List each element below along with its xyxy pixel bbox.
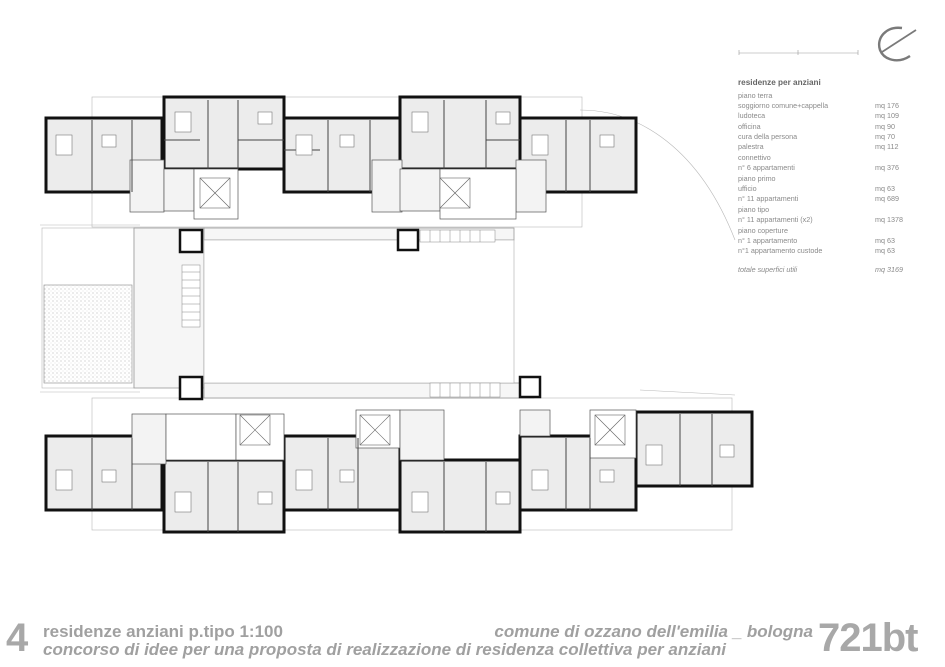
legend-row: n°1 appartamento custode mq 63 bbox=[738, 246, 918, 256]
legend-row-value: mq 63 bbox=[875, 246, 895, 256]
legend-row-label: officina bbox=[738, 121, 761, 131]
legend-row-value: mq 376 bbox=[875, 163, 899, 173]
legend-row-label: n°1 appartamento custode bbox=[738, 246, 823, 256]
legend-row-value: mq 112 bbox=[875, 142, 899, 152]
location-text: comune di ozzano dell'emilia _ bologna bbox=[494, 622, 813, 641]
legend-row-label: n° 6 appartamenti bbox=[738, 163, 795, 173]
legend-row: piano primo bbox=[738, 174, 918, 184]
legend-row-label: piano coperture bbox=[738, 225, 788, 235]
legend-row-label: n° 11 appartamenti bbox=[738, 194, 799, 204]
legend-row-value: mq 90 bbox=[875, 121, 895, 131]
competition-title: concorso di idee per una proposta di rea… bbox=[43, 640, 727, 659]
legend-row: officina mq 90 bbox=[738, 122, 918, 132]
sheet-title: residenze anziani p.tipo 1:100 bbox=[43, 622, 283, 641]
legend-total-label: totale superfici utili bbox=[738, 264, 798, 274]
architect-logo-icon bbox=[877, 26, 917, 62]
legend-row-label: ufficio bbox=[738, 184, 757, 194]
legend-row: n° 11 appartamenti mq 689 bbox=[738, 194, 918, 204]
legend-row: n° 1 appartamento mq 63 bbox=[738, 236, 918, 246]
legend-total: totale superfici utili mq 3169 bbox=[738, 265, 918, 275]
legend-row: piano tipo bbox=[738, 205, 918, 215]
project-code: 721bt bbox=[818, 616, 918, 660]
legend-row: cura della persona mq 70 bbox=[738, 132, 918, 142]
legend-row: piano coperture bbox=[738, 226, 918, 236]
legend-row: n° 6 appartamenti mq 376 bbox=[738, 163, 918, 173]
legend-row-label: piano primo bbox=[738, 173, 776, 183]
legend-row-label: palestra bbox=[738, 142, 764, 152]
legend-row: ufficio mq 63 bbox=[738, 184, 918, 194]
legend-row: soggiorno comune+cappella mq 176 bbox=[738, 101, 918, 111]
legend-row-label: cura della persona bbox=[738, 132, 798, 142]
legend-row-value: mq 176 bbox=[875, 100, 899, 110]
legend-row-label: n° 11 appartamenti (x2) bbox=[738, 215, 813, 225]
legend-row-value: mq 70 bbox=[875, 132, 895, 142]
legend-title: residenze per anziani bbox=[738, 78, 821, 87]
legend-row-label: ludoteca bbox=[738, 111, 766, 121]
legend-row-value: mq 63 bbox=[875, 235, 895, 245]
legend-row-label: piano terra bbox=[738, 90, 773, 100]
legend-row-value: mq 689 bbox=[875, 194, 899, 204]
scale-bar-icon bbox=[738, 50, 859, 55]
legend-row: connettivo bbox=[738, 153, 918, 163]
legend-row: palestra mq 112 bbox=[738, 142, 918, 152]
legend-row-label: piano tipo bbox=[738, 204, 770, 214]
legend-row-label: n° 1 appartamento bbox=[738, 235, 798, 245]
sheet-number: 4 bbox=[6, 616, 29, 660]
legend-row: piano terra bbox=[738, 91, 918, 101]
legend-row: n° 11 appartamenti (x2) mq 1378 bbox=[738, 215, 918, 225]
legend-row-value: mq 109 bbox=[875, 111, 899, 121]
legend-row-value: mq 1378 bbox=[875, 215, 903, 225]
legend-row-label: soggiorno comune+cappella bbox=[738, 100, 829, 110]
legend-row-value: mq 63 bbox=[875, 184, 895, 194]
legend-row: ludoteca mq 109 bbox=[738, 111, 918, 121]
floor-plan-drawing bbox=[40, 95, 754, 534]
legend-total-value: mq 3169 bbox=[875, 264, 903, 274]
legend-row-label: connettivo bbox=[738, 152, 771, 162]
